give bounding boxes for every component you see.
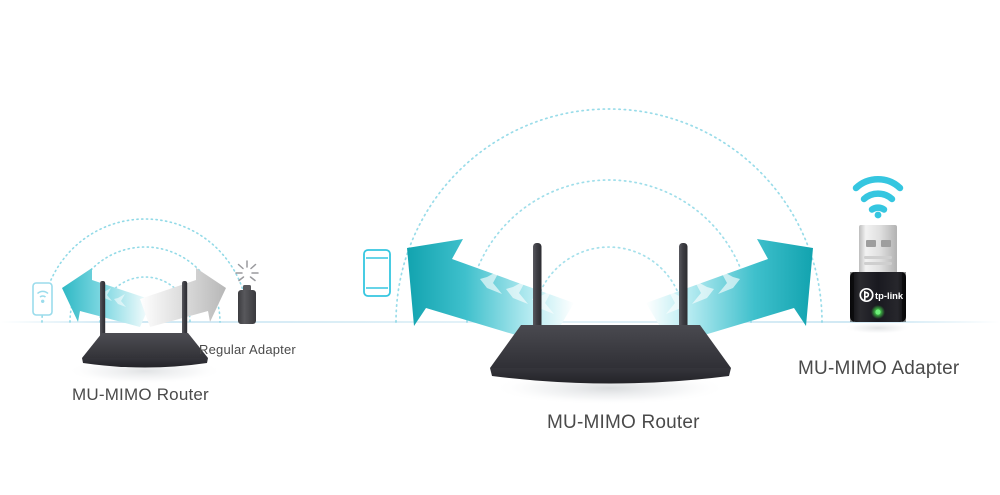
center-router-label: MU-MIMO Router [547, 412, 700, 433]
wifi-phone-icon [32, 282, 53, 316]
left-scene [32, 218, 259, 384]
center-router-body-top [490, 325, 731, 368]
center-router [490, 243, 731, 405]
left-router [67, 281, 223, 384]
adapter-body [850, 272, 906, 322]
left-router-body-top [82, 333, 208, 358]
center-router-antenna-2 [679, 243, 688, 329]
mumimo-adapter: tp-link [844, 176, 912, 334]
center-arc-middle [466, 179, 752, 323]
wifi-signal-icon [852, 176, 904, 219]
center-arc-outer [395, 108, 823, 323]
center-signal-arcs [395, 108, 823, 323]
center-arc-inner [533, 246, 685, 323]
adapter-shadow [844, 322, 912, 334]
tp-link-logo-icon: tp-link [859, 287, 904, 303]
left-arc-outer [41, 218, 249, 323]
weak-signal-burst-icon [235, 260, 259, 282]
teal-signal-arrow [62, 268, 152, 327]
usb-stick-icon [238, 285, 256, 324]
mumimo-adapter-label: MU-MIMO Adapter [798, 358, 960, 379]
smartphone-outline-icon [363, 249, 391, 297]
center-router-body-front [490, 368, 731, 384]
left-router-body-front [82, 358, 208, 368]
left-router-antenna-1 [100, 281, 106, 343]
center-scene [363, 108, 823, 405]
adapter-led [875, 309, 881, 315]
regular-adapter-label: Regular Adapter [199, 342, 296, 357]
tp-link-wordmark: tp-link [875, 290, 904, 301]
usb-connector [859, 225, 897, 277]
teal-signal-arrow-right [646, 239, 813, 345]
left-router-antenna-2 [182, 281, 188, 343]
left-router-label: MU-MIMO Router [72, 385, 209, 404]
teal-signal-arrow-left [407, 239, 574, 345]
center-router-antenna-1 [533, 243, 542, 329]
